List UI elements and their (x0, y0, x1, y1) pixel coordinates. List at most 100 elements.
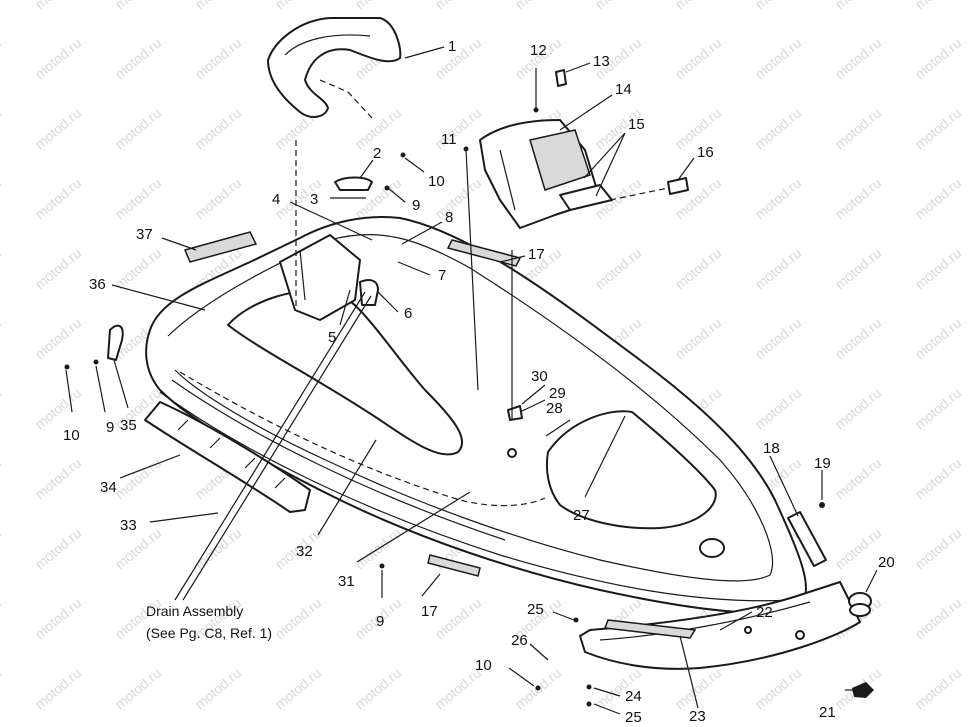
watermark-text: motod.ru (752, 315, 805, 363)
watermark-text: motod.ru (832, 525, 885, 573)
callout-17a: 17 (528, 246, 545, 263)
watermark-text: motod.ru (912, 525, 965, 573)
callout-1: 1 (448, 38, 456, 55)
callout-20: 20 (878, 554, 895, 571)
watermark-text: motod.ru (112, 105, 165, 153)
rear-bumper-part (579, 581, 861, 670)
watermark-text: motod.ru (752, 35, 805, 83)
watermark-text: motod.ru (672, 245, 725, 293)
watermark-text: motod.ru (592, 245, 645, 293)
watermark-text: motod.ru (192, 105, 245, 153)
watermark-text: motod.ru (672, 35, 725, 83)
callout-32: 32 (296, 543, 313, 560)
watermark-text: motod.ru (32, 595, 85, 643)
callout-16: 16 (697, 144, 714, 161)
handle-part (267, 17, 402, 118)
watermark-text: motod.ru (112, 245, 165, 293)
callout-35: 35 (120, 417, 137, 434)
watermark-text: motod.ru (912, 455, 965, 503)
watermark-text: motod.ru (32, 455, 85, 503)
watermark-text: motod.ru (112, 35, 165, 83)
callout-37: 37 (136, 226, 153, 243)
callout-26: 26 (511, 632, 528, 649)
callout-36: 36 (89, 276, 106, 293)
watermark-text: motod.ru (192, 175, 245, 223)
callout-10c: 10 (475, 657, 492, 674)
watermark-text: motod.ru (192, 35, 245, 83)
watermark-text: motod.ru (32, 245, 85, 293)
watermark-text: motod.ru (672, 315, 725, 363)
callout-13: 13 (593, 53, 610, 70)
hull-deck (145, 215, 807, 614)
callout-25b: 25 (625, 709, 642, 726)
watermark-text: motod.ru (0, 455, 4, 503)
watermark-text: motod.ru (752, 245, 805, 293)
callout-31: 31 (338, 573, 355, 590)
watermark-text: motod.ru (912, 0, 965, 12)
watermark-text: motod.ru (0, 315, 4, 363)
watermark-text: motod.ru (32, 175, 85, 223)
side-strip-part (144, 401, 311, 513)
callout-22: 22 (756, 604, 773, 621)
callout-18: 18 (763, 440, 780, 457)
watermark-text: motod.ru (432, 0, 485, 12)
watermark-text: motod.ru (0, 35, 4, 83)
callout-34: 34 (100, 479, 117, 496)
watermark-text: motod.ru (32, 315, 85, 363)
watermark-text: motod.ru (32, 0, 85, 12)
callout-21: 21 (819, 704, 836, 721)
watermark-text: motod.ru (752, 0, 805, 12)
callout-2: 2 (373, 145, 381, 162)
callout-27: 27 (573, 507, 590, 524)
watermark-text: motod.ru (912, 315, 965, 363)
note-line-1: Drain Assembly (146, 603, 243, 619)
watermark-text: motod.ru (592, 0, 645, 12)
leader-lines (65, 46, 878, 715)
watermark-text: motod.ru (32, 35, 85, 83)
watermark-text: motod.ru (832, 105, 885, 153)
small-parts (64, 69, 827, 707)
callout-5: 5 (328, 329, 336, 346)
callout-9a: 9 (412, 197, 420, 214)
callout-29: 29 (549, 385, 566, 402)
watermark-text: motod.ru (752, 665, 805, 713)
watermark-text: motod.ru (512, 0, 565, 12)
watermark-text: motod.ru (832, 315, 885, 363)
callout-28: 28 (546, 400, 563, 417)
watermark-text: motod.ru (0, 385, 4, 433)
watermark-text: motod.ru (0, 595, 4, 643)
watermark-text: motod.ru (832, 385, 885, 433)
watermark-text: motod.ru (352, 665, 405, 713)
steering-cover-part (479, 119, 613, 229)
callout-12: 12 (530, 42, 547, 59)
note-line-2: (See Pg. C8, Ref. 1) (146, 625, 272, 641)
watermark-text: motod.ru (832, 0, 885, 12)
watermark-text: motod.ru (272, 665, 325, 713)
watermark-text: motod.ru (432, 105, 485, 153)
callout-8: 8 (445, 209, 453, 226)
callout-7: 7 (438, 267, 446, 284)
callout-25a: 25 (527, 601, 544, 618)
watermark-text: motod.ru (912, 35, 965, 83)
watermark-text: motod.ru (752, 175, 805, 223)
watermark-text: motod.ru (32, 525, 85, 573)
watermark-text: motod.ru (0, 0, 4, 12)
watermark-text: motod.ru (0, 105, 4, 153)
watermark-text: motod.ru (672, 665, 725, 713)
watermark-text: motod.ru (192, 525, 245, 573)
callout-labels: 1 2 3 4 5 6 7 8 9 9 9 10 10 10 11 12 13 … (63, 38, 895, 726)
watermark-text: motod.ru (0, 175, 4, 223)
callout-9b: 9 (106, 419, 114, 436)
watermark-text: motod.ru (832, 455, 885, 503)
watermark-text: motod.ru (112, 0, 165, 12)
cap-part (848, 592, 872, 617)
watermark-text: motod.ru (432, 35, 485, 83)
callout-14: 14 (615, 81, 632, 98)
watermark-text: motod.ru (912, 665, 965, 713)
callout-11: 11 (441, 131, 457, 148)
watermark-text: motod.ru (32, 385, 85, 433)
watermark-text: motod.ru (0, 665, 4, 713)
watermark-text: motod.ru (112, 175, 165, 223)
watermark-text: motod.ru (352, 0, 405, 12)
